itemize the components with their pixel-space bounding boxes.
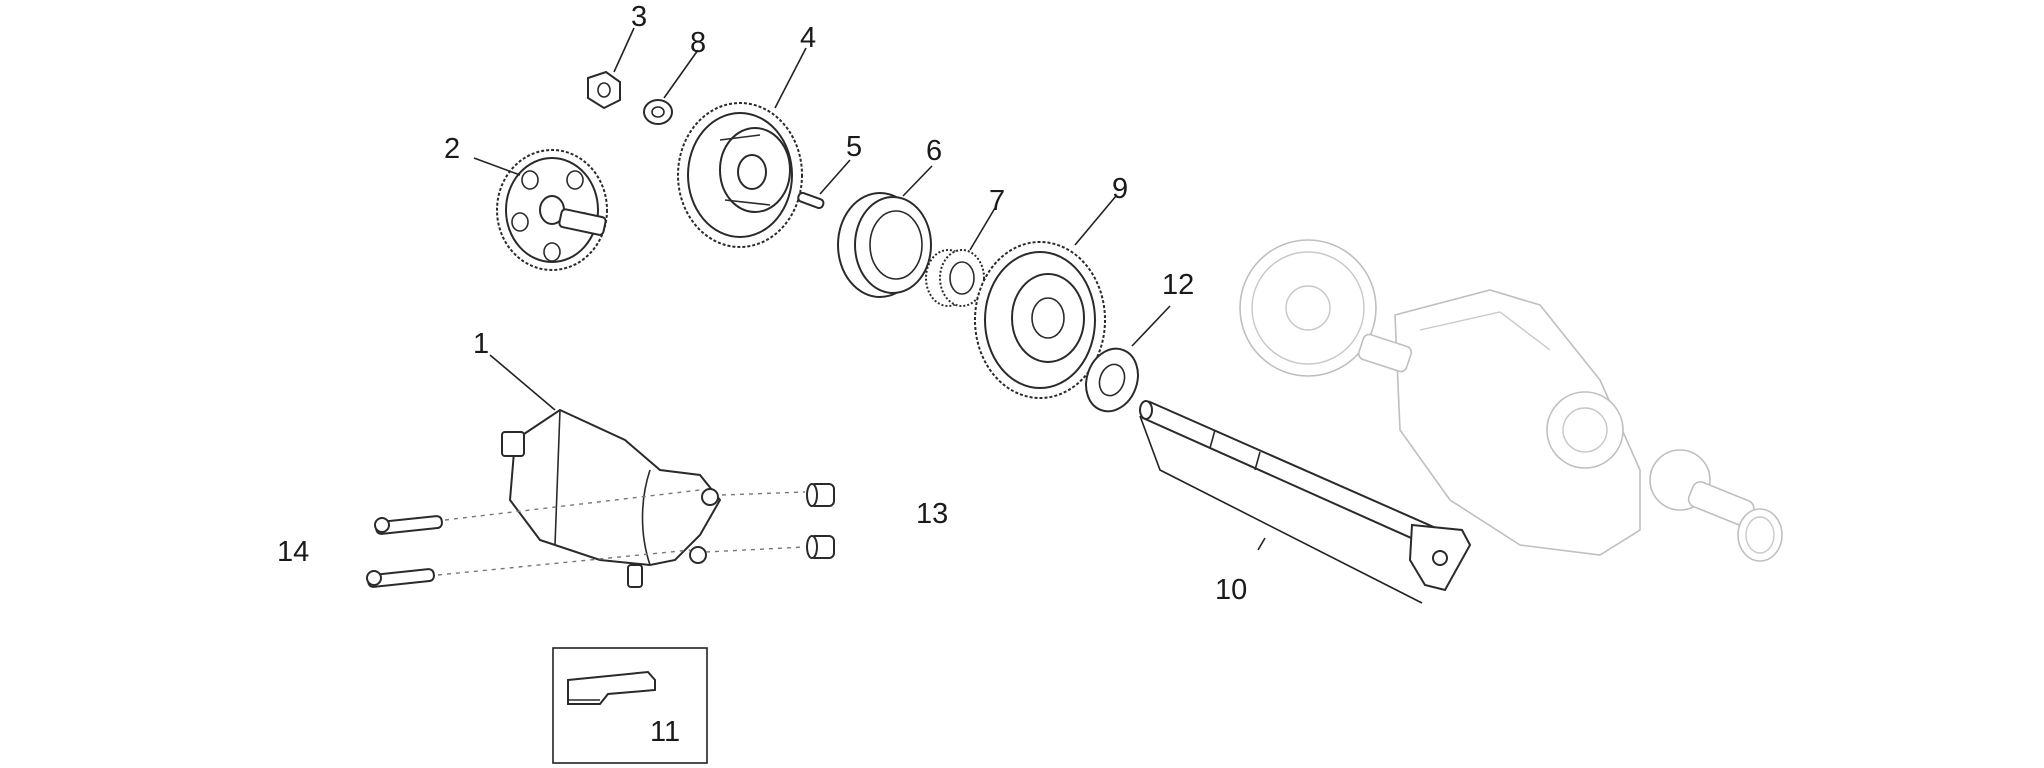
label-2: 2	[444, 133, 460, 165]
assembly-line-3	[437, 549, 691, 576]
assembly-line-2	[721, 491, 806, 496]
thrust-washer	[1085, 347, 1139, 413]
intermediate-gear	[496, 149, 608, 271]
assembly-line-1	[444, 489, 701, 521]
starter-gear	[677, 102, 803, 248]
label-12: 12	[1162, 269, 1194, 301]
pin	[797, 191, 825, 210]
clip-box	[552, 647, 708, 764]
bushing-lower	[806, 535, 835, 559]
label-3: 3	[631, 1, 647, 33]
label-11: 11	[650, 716, 680, 748]
crank-web-ghost	[1394, 289, 1641, 556]
leader-lines	[473, 27, 1423, 604]
crank-pin-ghost	[1546, 391, 1624, 469]
freewheel	[837, 192, 932, 298]
label-6: 6	[926, 135, 942, 167]
driven-gear	[974, 241, 1106, 399]
balance-shaft	[1139, 400, 1472, 592]
bolt-upper	[374, 515, 443, 535]
assembly-line-4	[705, 546, 806, 553]
nut	[587, 70, 621, 110]
label-13: 13	[916, 498, 948, 530]
label-14: 14	[277, 536, 309, 568]
starter-motor	[501, 408, 722, 588]
label-4: 4	[800, 22, 816, 54]
crank-seal-ghost	[1737, 508, 1783, 562]
label-7: 7	[989, 185, 1005, 217]
label-10: 10	[1215, 574, 1247, 606]
label-1: 1	[473, 328, 489, 360]
clip-box-frame	[552, 647, 708, 764]
label-9: 9	[1112, 173, 1128, 205]
bolt-lower	[366, 568, 435, 588]
needle-bearing	[925, 249, 985, 307]
clip-part	[567, 670, 656, 705]
part-labels: 3 8 4 2 5 6 7 9 12 1 13 14 10 11	[277, 1, 1247, 748]
crankshaft-ghost	[1239, 239, 1783, 562]
crank-gear-ghost	[1239, 239, 1377, 377]
bushing-upper	[806, 483, 835, 507]
washer	[643, 99, 673, 125]
label-8: 8	[690, 27, 706, 59]
label-5: 5	[846, 131, 862, 163]
